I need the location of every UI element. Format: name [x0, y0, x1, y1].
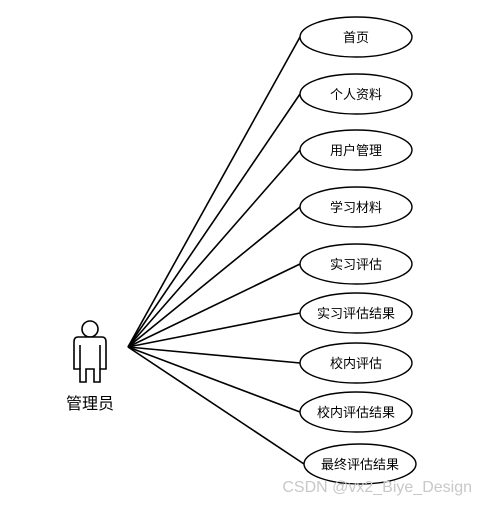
- use-case-ellipse: [299, 243, 413, 285]
- association-line: [127, 149, 301, 348]
- association-line: [127, 93, 301, 348]
- use-case-ellipse: [303, 443, 417, 485]
- use-case-label: 最终评估结果: [321, 457, 399, 473]
- use-case-label: 校内评估: [330, 356, 382, 372]
- use-case: 首页: [299, 16, 413, 58]
- use-case-label: 实习评估: [330, 258, 382, 273]
- use-case-ellipse: [299, 391, 413, 433]
- association-line: [127, 346, 301, 364]
- use-case-label: 用户管理: [330, 143, 382, 159]
- use-case: 学习材料: [299, 186, 413, 228]
- use-case-ellipse: [299, 16, 413, 58]
- association-line: [127, 312, 301, 348]
- use-case: 实习评估结果: [299, 292, 413, 334]
- use-case-ellipse: [299, 342, 413, 384]
- association-line: [127, 346, 305, 465]
- use-case-ellipse: [299, 73, 413, 115]
- use-case-label: 学习材料: [330, 200, 382, 216]
- actor-head: [81, 320, 99, 338]
- use-case: 最终评估结果: [303, 443, 417, 485]
- use-case-ellipse: [299, 186, 413, 228]
- association-line: [127, 263, 301, 348]
- actor-body: [73, 336, 107, 383]
- association-line: [127, 206, 301, 348]
- actor-figure: 管理员: [66, 320, 114, 413]
- use-case: 校内评估结果: [299, 391, 413, 433]
- actor-label: 管理员: [66, 394, 114, 413]
- watermark: CSDN @vx2_Biye_Design: [282, 479, 472, 496]
- use-case-ellipse: [299, 129, 413, 171]
- use-case-label: 首页: [343, 31, 369, 46]
- use-case: 个人资料: [299, 73, 413, 115]
- use-case-label: 校内评估结果: [317, 405, 395, 421]
- use-case-label: 个人资料: [330, 88, 382, 103]
- use-case: 校内评估: [299, 342, 413, 384]
- use-case-ellipse: [299, 292, 413, 334]
- association-line: [127, 346, 301, 413]
- association-lines: [127, 36, 305, 465]
- use-case: 用户管理: [299, 129, 413, 171]
- association-line: [127, 36, 301, 348]
- use-case: 实习评估: [299, 243, 413, 285]
- use-case-label: 实习评估结果: [317, 307, 395, 322]
